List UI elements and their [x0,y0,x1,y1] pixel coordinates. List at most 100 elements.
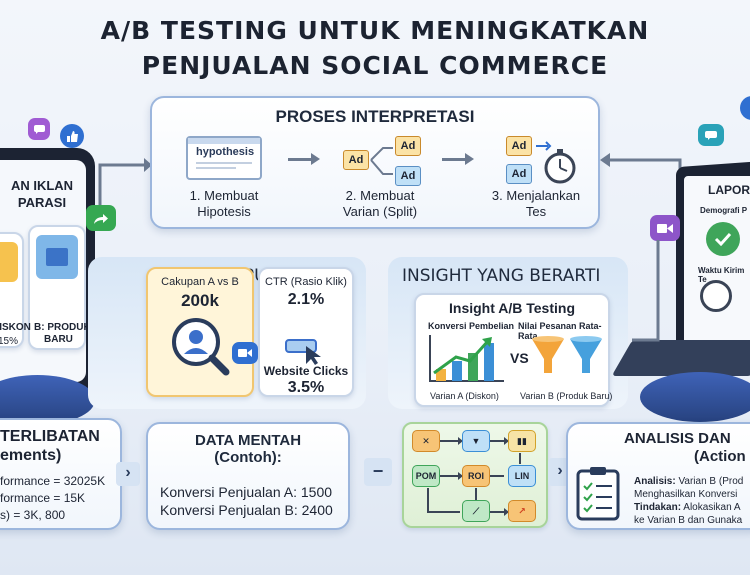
step-1-line-2: Hipotesis [197,204,251,219]
insight-left-label: Konversi Pembelian [428,321,515,331]
analysis-text: Varian B (Prod [678,476,744,487]
conversion-bar-chart-icon [429,335,504,382]
phone-left-sub: 15% [0,336,19,347]
flow-lin: LIN [508,465,536,487]
clicks-value: 3.5% [287,379,325,396]
raw-data-line-2: Konversi Penjualan B: 2400 [160,502,333,518]
split-arrows [370,147,393,175]
ctr-card [258,267,354,397]
raw-data-line-1: Konversi Penjualan A: 1500 [160,484,333,500]
minus-icon: − [364,458,392,486]
phone-right-label: B: PRODUK [34,322,91,333]
laptop-row-2: Waktu Kirim Te [698,266,745,284]
video-camera-icon [650,215,680,241]
step-2-line-1: 2. Membuat [345,188,415,203]
action-label: Tindakan: [634,502,682,513]
ad-variant-source: Ad [343,150,369,170]
stopwatch-icon [536,141,576,184]
connector-laptop [632,240,660,342]
chat-icon [28,118,50,140]
engagement-line-1: formance = 32025K [0,474,106,488]
discount-tag-icon [0,242,18,282]
phone-title-1: AN IKLAN [10,178,74,193]
laptop-pedestal [640,372,750,422]
process-arrow-1-head [311,153,320,165]
insight-right-label: Nilai Pesanan Rata-Rata [518,321,602,341]
title-line-2: PENJUALAN SOCIAL COMMERCE [141,51,609,80]
insight-vs: VS [510,350,529,366]
flow-connectors [427,437,521,516]
tools-icon: ✕ [412,430,440,452]
insight-card-title: Insight A/B Testing [449,300,575,316]
ad-test-b: Ad [506,164,532,184]
insight-variant-b: Varian B (Produk Baru) [520,391,613,401]
step-2-line-2: Varian (Split) [342,204,418,219]
clock-icon [700,280,732,312]
phone-left-label: DISKON [0,322,31,333]
connector-arrow-right [600,153,682,178]
checklist-icon [576,467,620,521]
connector-arrow-left [98,158,152,205]
laptop-row-1: Demografi P [700,206,748,215]
phone-title-2: PARASI [17,195,67,210]
raw-data-panel [146,422,350,530]
analysis-heading-2: (Action [694,448,746,465]
step-1-line-1: 1. Membuat [189,188,259,203]
audience-search-icon [172,318,230,376]
step-3-line-1: 3. Menjalankan [491,188,581,203]
flow-roi: ROI [462,465,490,487]
message-icon [698,124,724,146]
analysis-heading-1: ANALISIS DAN [624,430,731,447]
step-3-line-2: Tes [525,204,547,219]
phone-pedestal [0,375,95,425]
raw-data-heading-1: DATA MENTAH [194,432,302,449]
laptop-title: LAPORA [708,183,750,197]
raw-data-heading-2: (Contoh): [214,449,282,466]
engagement-line-2: formance = 15K [0,491,86,505]
clicks-label: Website Clicks [263,364,349,378]
process-arrow-1 [288,158,312,161]
ctr-value: 2.1% [287,291,325,308]
action-line-1: Tindakan: Alokasikan A [634,502,750,513]
check-icon [706,222,740,256]
ad-variant-b: Ad [395,166,421,186]
product-box-icon [36,235,78,279]
share-icon [86,205,116,231]
chevron-right-icon: › [116,462,140,486]
phone-right-sub: BARU [44,334,73,345]
action-line-2: ke Varian B dan Gunaka [634,515,743,526]
bar-chart-icon: ▮▮ [508,430,536,452]
process-arrow-2 [442,158,466,161]
insight-heading: INSIGHT YANG BERARTI [402,266,601,286]
reach-label: Cakupan A vs B [161,276,239,288]
phone-ad-card-a[interactable] [0,232,24,348]
engagement-heading-1: TERLIBATAN [0,428,100,445]
analysis-line-2: Menghasilkan Konversi [634,489,738,500]
action-text: Alokasikan A [683,502,741,513]
thumbs-up-icon [60,124,84,148]
insight-variant-a: Varian A (Diskon) [430,391,499,401]
analysis-label: Analisis: [634,476,676,487]
ad-test-a: Ad [506,136,532,156]
engagement-line-3: s) = 3K, 800 [0,508,66,522]
line-chart-icon: ⟋ [462,500,490,522]
laptop-screen [684,176,750,344]
hypothesis-label: hypothesis [196,146,255,158]
trend-up-icon: ↗ [508,500,536,522]
analysis-line-1: Analisis: Varian B (Prod [634,476,750,487]
process-arrow-2-head [465,153,474,165]
flow-pom: POM [412,465,440,487]
reach-value: 200k [181,291,219,310]
phone-ad-card-b[interactable] [28,225,86,350]
hypothesis-document: hypothesis [186,136,262,180]
process-heading: PROSES INTERPRETASI [275,107,475,126]
funnel-icons [532,336,602,373]
filter-icon: ▼ [462,430,490,452]
ctr-label: CTR (Rasio Klik) [265,276,347,288]
video-icon [232,342,258,364]
thumbs-up-icon-right [740,96,750,120]
title-line-1: A/B TESTING UNTUK MENINGKATKAN [100,16,650,45]
cursor-click-icon [285,339,321,365]
engagement-heading-2: ements) [0,447,62,464]
ad-variant-a: Ad [395,136,421,156]
